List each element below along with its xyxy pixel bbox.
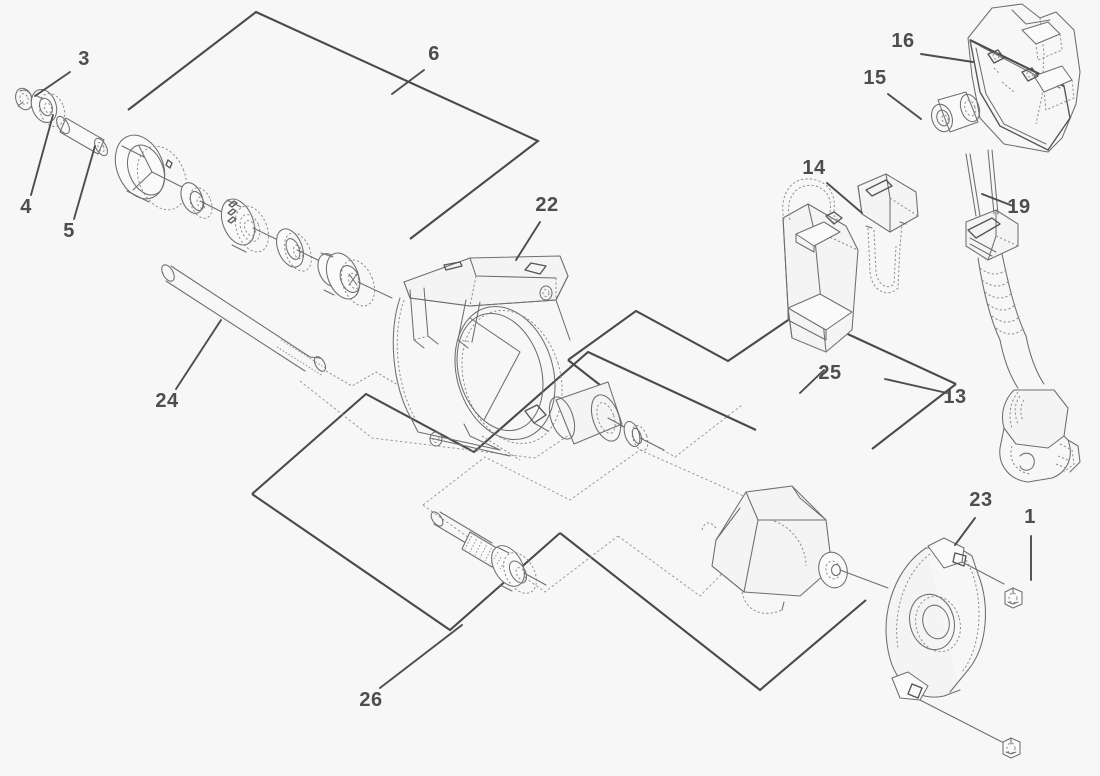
group-outline-6 — [127, 10, 541, 240]
leader-3 — [34, 71, 71, 97]
part-22-motor-field-housing — [392, 255, 665, 461]
splined-gear — [220, 198, 279, 253]
part-19-power-cord — [965, 149, 1081, 483]
part-23-pulley-cover — [885, 537, 1005, 743]
part-25-switch-body — [782, 178, 859, 353]
part-6-bearing-seal-kit — [114, 134, 393, 307]
group-outline-25 — [567, 309, 957, 450]
part-13-switch-trigger — [857, 173, 919, 294]
flat-washer — [276, 228, 323, 272]
callout-23: 23 — [969, 489, 992, 511]
callout-5: 5 — [63, 220, 75, 242]
leader-4 — [30, 114, 54, 196]
part-1-hex-nut-lower — [1002, 737, 1021, 759]
leader-6 — [391, 69, 425, 95]
leader-lines — [30, 53, 1032, 689]
leader-19 — [981, 193, 1014, 207]
callout-19: 19 — [1007, 196, 1030, 218]
leader-22 — [515, 221, 541, 261]
part-4-washer-bearing — [30, 88, 66, 127]
leader-5 — [73, 145, 96, 220]
part-5-sleeve-bushing — [56, 115, 108, 157]
callout-22: 22 — [535, 194, 558, 216]
part-16-housing-cover-bracket — [967, 3, 1081, 153]
callout-6: 6 — [428, 43, 440, 65]
callout-labels: 3 4 5 6 22 24 26 25 13 14 15 16 19 23 1 — [20, 30, 1036, 711]
seal-ring-small — [180, 182, 223, 219]
bearing-cup — [114, 134, 188, 211]
callout-3: 3 — [78, 48, 90, 70]
leader-16 — [920, 53, 974, 63]
callout-13: 13 — [943, 386, 966, 408]
callout-15: 15 — [863, 67, 886, 89]
leader-14 — [826, 182, 863, 214]
leader-26 — [379, 624, 463, 689]
leader-23 — [954, 517, 976, 546]
leader-15 — [887, 93, 922, 120]
callout-24: 24 — [155, 390, 179, 412]
leader-13 — [884, 378, 948, 394]
part-25-gear-case — [701, 485, 889, 614]
callout-14: 14 — [802, 157, 826, 179]
stepped-bearing — [317, 252, 393, 307]
part-26-armature-drive-shaft — [430, 511, 547, 594]
callout-4: 4 — [20, 196, 32, 218]
callout-26: 26 — [359, 689, 382, 711]
callout-25: 25 — [818, 362, 841, 384]
part-24-through-bolt-rod — [161, 264, 399, 387]
callout-16: 16 — [891, 30, 914, 52]
callout-1: 1 — [1024, 506, 1036, 528]
leader-25 — [799, 369, 825, 394]
part-1-hex-nut-upper — [1004, 587, 1023, 609]
leader-24 — [175, 319, 222, 390]
part-15-grommet — [931, 91, 981, 133]
